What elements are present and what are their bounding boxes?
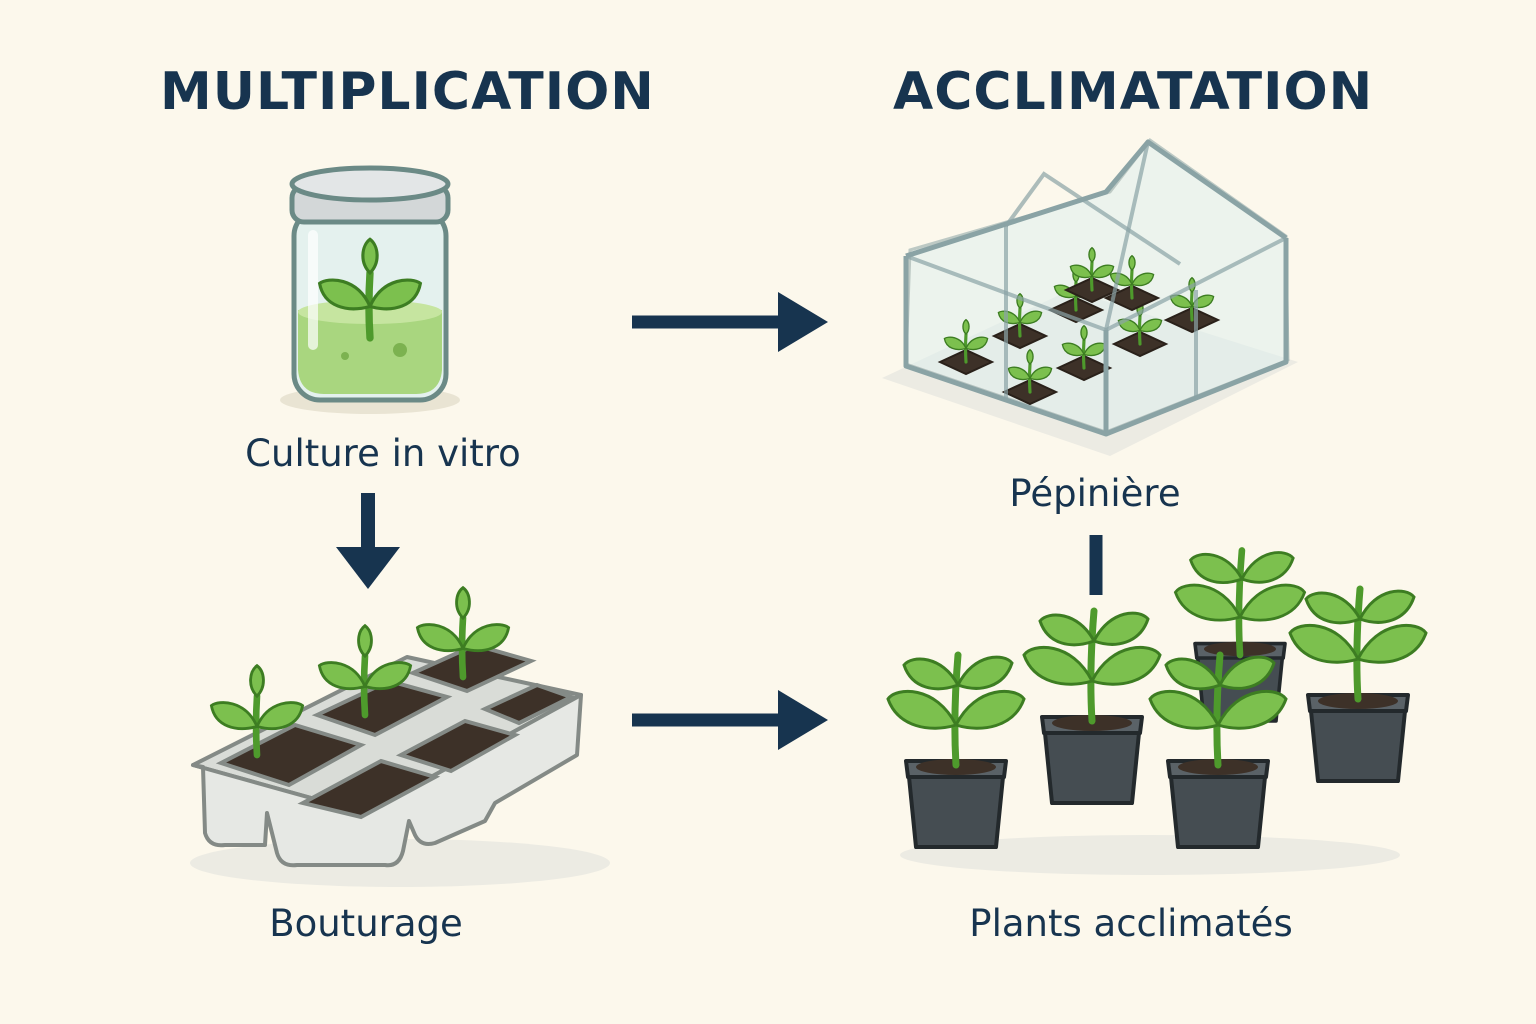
seedling-tray-icon [190,585,610,887]
pepiniere-label: Pépinière [1009,472,1181,515]
bouturage-label: Bouturage [269,902,463,945]
jar-icon [280,165,460,414]
greenhouse-icon [882,137,1298,456]
arrow-down [336,493,400,589]
arrow-right-top [632,292,828,352]
plants-acclimates-label: Plants acclimatés [969,902,1293,945]
potted-plants-icon [880,545,1440,875]
acclimatation-heading: ACCLIMATATION [893,62,1374,122]
culture-in-vitro-label: Culture in vitro [245,432,521,475]
multiplication-heading: MULTIPLICATION [160,62,655,122]
arrow-right-bottom [632,690,828,750]
connector-line [1089,535,1103,595]
